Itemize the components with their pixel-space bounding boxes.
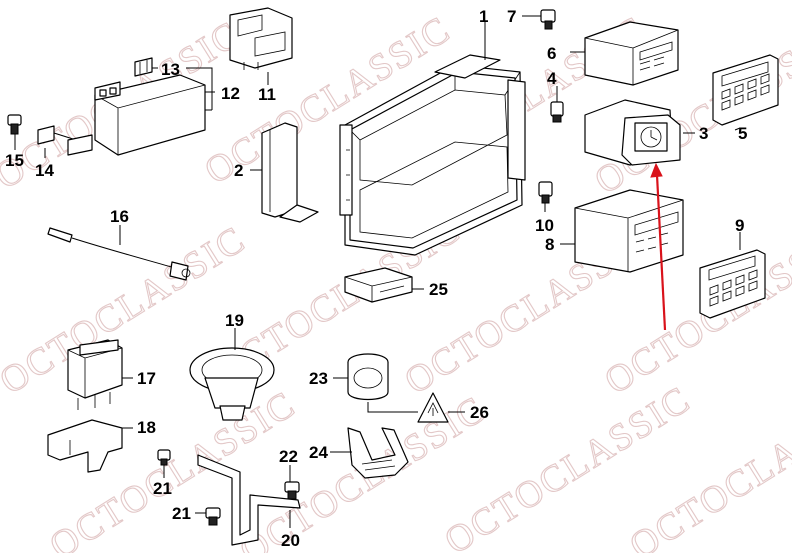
part-20-bracket: [197, 454, 301, 546]
callout-2: 2: [234, 161, 243, 180]
callout-18: 18: [137, 418, 156, 437]
part-12-control-module: [94, 74, 206, 156]
callout-14: 14: [35, 161, 54, 180]
callout-7: 7: [507, 7, 516, 26]
callout-16: 16: [110, 207, 129, 226]
callout-4: 4: [547, 69, 557, 88]
part-24-holder: [347, 427, 409, 479]
callout-6: 6: [547, 44, 556, 63]
part-16-sensor-cable: [47, 227, 191, 281]
part-1-mounting-frame: [339, 54, 526, 256]
callout-15: 15: [5, 151, 24, 170]
part-17-relay: [67, 339, 123, 410]
callout-17: 17: [137, 369, 156, 388]
part-22-screw: [284, 481, 300, 500]
part-23-housing: [347, 353, 389, 401]
callout-9: 9: [735, 216, 744, 235]
callout-25: 25: [429, 280, 448, 299]
callout-19: 19: [225, 311, 244, 330]
callout-3: 3: [699, 124, 708, 143]
part-14-connector: [37, 125, 93, 156]
callout-13: 13: [161, 60, 180, 79]
callout-labels: 1 2 3 4 5 6 7 8 9 10 11 12 13 14 15 16 1…: [5, 7, 747, 550]
callout-10: 10: [535, 216, 554, 235]
callout-22: 22: [279, 447, 298, 466]
part-11-relay-holder: [229, 7, 293, 70]
part-9-faceplate: [699, 249, 766, 319]
callout-11: 11: [258, 85, 276, 104]
callout-1: 1: [479, 7, 488, 26]
callout-21: 21: [153, 479, 172, 498]
part-26-warning-label: [417, 392, 449, 423]
part-21-bolt-lower: [205, 507, 221, 526]
callout-23: 23: [309, 369, 328, 388]
part-5-faceplate: [712, 54, 779, 126]
part-7-sensor-screw: [540, 9, 556, 30]
callout-24: 24: [309, 443, 328, 462]
part-18-bracket: [47, 419, 123, 473]
part-3-clock: [584, 99, 681, 166]
callout-8: 8: [545, 235, 554, 254]
part-8-heater-control: [574, 189, 684, 273]
callout-20: 20: [281, 531, 300, 550]
callout-21: 21: [172, 504, 191, 523]
part-19-horn: [189, 347, 275, 421]
part-25-module: [344, 267, 413, 303]
part-2-bracket: [261, 122, 319, 223]
callout-5: 5: [738, 124, 747, 143]
leader-lines: [14, 15, 741, 528]
part-13-fuse: [134, 57, 153, 77]
part-4-sensor: [550, 101, 564, 123]
part-10-sensor: [538, 181, 553, 204]
part-15-screw: [7, 114, 22, 135]
part-6-control-unit: [584, 21, 679, 86]
highlight-arrow: [650, 162, 667, 331]
callout-12: 12: [221, 84, 240, 103]
callout-26: 26: [470, 403, 489, 422]
